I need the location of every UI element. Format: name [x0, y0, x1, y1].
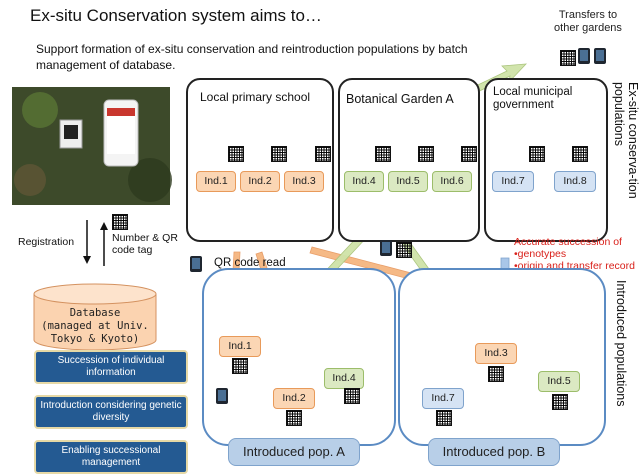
ind-label-1: Ind.1	[196, 171, 236, 192]
qr-code-icon	[344, 388, 360, 404]
qr-read-label: QR code read	[214, 257, 286, 269]
page-subtitle: Support formation of ex-situ conservatio…	[36, 42, 468, 72]
qr-code-icon	[488, 366, 504, 382]
qr-code-icon	[315, 146, 331, 162]
registration-label: Registration	[18, 236, 75, 248]
ind-label-3: Ind.3	[284, 171, 324, 192]
database-text: Database (managed at Univ. Tokyo & Kyoto…	[36, 307, 154, 346]
page-title: Ex-situ Conservation system aims to…	[30, 6, 322, 25]
succession-item-genotypes: •genotypes	[514, 248, 567, 260]
qr-code-icon	[232, 358, 248, 374]
ind-label-2: Ind.2	[240, 171, 280, 192]
database-cylinder	[33, 283, 157, 351]
intro-ind-label-4: Ind.4	[324, 368, 364, 389]
introduced-label: Introduced populations	[614, 280, 628, 407]
group-local-primary-school	[186, 78, 334, 242]
qr-code-icon	[529, 146, 545, 162]
ind-label-7: Ind.7	[492, 171, 534, 192]
ex-situ-label: Ex-situ conserva-tion populations	[612, 82, 640, 199]
tag-label: Number & QR code tag	[112, 232, 178, 256]
pop-b-label: Introduced pop. B	[428, 438, 560, 466]
qr-code-icon	[560, 50, 576, 66]
qr-code-icon	[112, 214, 128, 230]
group-botanical-garden	[338, 78, 480, 242]
feature-succession: Succession of individual information	[34, 350, 188, 384]
succession-text: Accurate succession of •genotypes •origi…	[514, 236, 640, 272]
group-label-municipal: Local municipal government	[493, 86, 573, 111]
qr-code-icon	[461, 146, 477, 162]
qr-code-icon	[552, 394, 568, 410]
tablet-icon	[380, 240, 392, 256]
tablet-icon	[216, 388, 228, 404]
qr-code-icon	[228, 146, 244, 162]
feature-genetic-diversity: Introduction considering genetic diversi…	[34, 395, 188, 429]
qr-code-icon	[572, 146, 588, 162]
database-line3: Tokyo & Kyoto)	[50, 333, 140, 345]
succession-title: Accurate succession of	[514, 236, 622, 248]
intro-ind-label-1: Ind.1	[219, 336, 261, 357]
ind-label-5: Ind.5	[388, 171, 428, 192]
feature-successional-management: Enabling successional management	[34, 440, 188, 474]
qr-code-icon	[396, 242, 412, 258]
database-line2: (managed at Univ.	[41, 320, 149, 332]
photo-phone-tag	[12, 87, 172, 205]
qr-code-icon	[286, 410, 302, 426]
qr-code-icon	[375, 146, 391, 162]
qr-code-icon	[418, 146, 434, 162]
database-title: Database	[69, 307, 121, 319]
intro-ind-label-5: Ind.5	[538, 371, 580, 392]
qr-code-icon	[436, 410, 452, 426]
qr-code-icon	[271, 146, 287, 162]
intro-ind-label-3: Ind.3	[475, 343, 517, 364]
tablet-icon	[190, 256, 202, 272]
tablet-icon	[594, 48, 606, 64]
ind-label-4: Ind.4	[344, 171, 384, 192]
tablet-icon	[578, 48, 590, 64]
ind-label-8: Ind.8	[554, 171, 596, 192]
intro-ind-label-2: Ind.2	[273, 388, 315, 409]
pop-a-label: Introduced pop. A	[228, 438, 360, 466]
ind-label-6: Ind.6	[432, 171, 472, 192]
intro-ind-label-7: Ind.7	[422, 388, 464, 409]
transfers-label: Transfers to other gardens	[554, 9, 622, 34]
group-label-school: Local primary school	[200, 90, 311, 104]
group-label-garden: Botanical Garden A	[346, 92, 454, 106]
